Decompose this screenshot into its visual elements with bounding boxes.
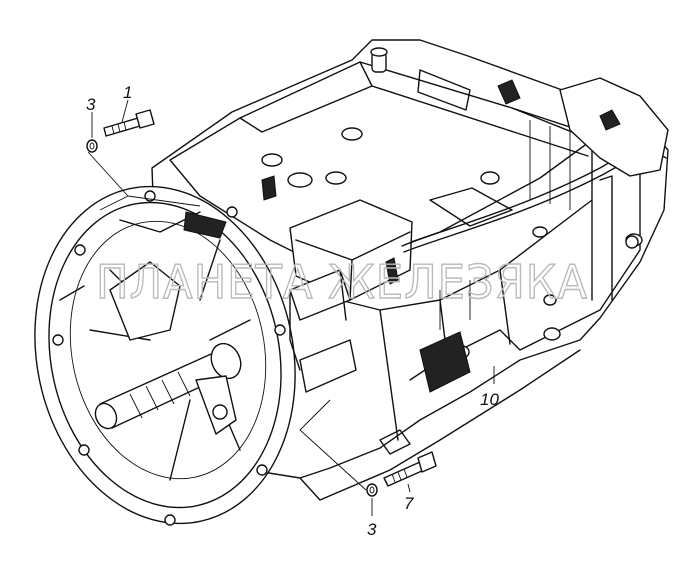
bolt-1 [103, 109, 155, 137]
callout-1: 1 [123, 83, 132, 102]
callout-7: 7 [404, 494, 414, 513]
callout-3-top: 3 [86, 95, 96, 114]
bolt-7 [383, 451, 437, 487]
callout-3-bottom: 3 [367, 520, 377, 539]
callout-10: 10 [480, 390, 499, 409]
watermark-text: ПЛАНЕТА ЖЕЛЕЗЯКА [96, 255, 588, 309]
leader-lines [87, 99, 495, 516]
washer-3-bottom [366, 483, 378, 497]
washer-3-top [86, 139, 98, 153]
bell-housing [34, 185, 357, 526]
